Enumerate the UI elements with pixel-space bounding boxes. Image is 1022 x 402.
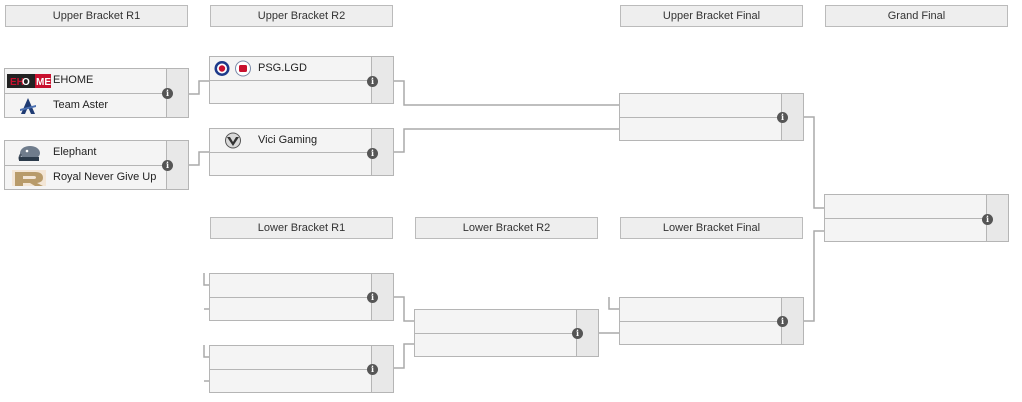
info-icon[interactable]: i	[777, 112, 788, 123]
score-column	[372, 274, 393, 320]
ehome-logo: EH O ME	[7, 74, 51, 88]
score-column	[987, 195, 1008, 241]
team-slot-team-aster[interactable]: Team Aster	[5, 94, 166, 119]
header-upper-bracket-final: Upper Bracket Final	[620, 5, 803, 27]
info-icon[interactable]: i	[777, 316, 788, 327]
match-ub-r2-2[interactable]: Vici Gaming i	[209, 128, 394, 176]
team-slot-empty[interactable]	[210, 274, 371, 297]
team-name: Elephant	[53, 146, 97, 158]
score-column	[372, 346, 393, 392]
rng-logo	[12, 170, 46, 186]
team-slot-empty[interactable]	[620, 118, 781, 141]
header-lower-bracket-r2: Lower Bracket R2	[415, 217, 598, 239]
team-slot-empty[interactable]	[825, 195, 986, 218]
team-slot-empty[interactable]	[825, 219, 986, 242]
header-lower-bracket-r1: Lower Bracket R1	[210, 217, 393, 239]
team-slot-empty[interactable]	[210, 346, 371, 369]
header-grand-final: Grand Final	[825, 5, 1008, 27]
elephant-logo	[18, 146, 40, 161]
info-icon[interactable]: i	[367, 148, 378, 159]
team-name: Royal Never Give Up	[53, 171, 157, 183]
team-name: Vici Gaming	[258, 134, 318, 146]
header-lower-bracket-final: Lower Bracket Final	[620, 217, 803, 239]
info-icon[interactable]: i	[367, 76, 378, 87]
match-lower-bracket-final[interactable]: i	[619, 297, 804, 345]
info-icon[interactable]: i	[162, 88, 173, 99]
team-slot-empty[interactable]	[210, 370, 371, 393]
svg-text:EH: EH	[10, 77, 24, 88]
team-slot-elephant[interactable]: Elephant	[5, 141, 166, 166]
svg-text:ME: ME	[36, 77, 51, 88]
team-slot-vici-gaming[interactable]: Vici Gaming	[210, 129, 371, 152]
team-slot-empty[interactable]	[210, 153, 371, 176]
info-icon[interactable]: i	[162, 160, 173, 171]
team-aster-logo	[20, 98, 36, 114]
match-ub-r1-1[interactable]: EH O ME EHOME Team Aster i	[4, 68, 189, 118]
score-column	[577, 310, 598, 356]
team-slot-psg-lgd[interactable]: PSG.LGD	[210, 57, 371, 80]
score-column	[167, 141, 188, 189]
match-grand-final[interactable]: i	[824, 194, 1009, 242]
team-slot-empty[interactable]	[620, 322, 781, 345]
team-name: EHOME	[53, 74, 94, 86]
info-icon[interactable]: i	[367, 292, 378, 303]
team-slot-empty[interactable]	[620, 298, 781, 321]
match-ub-r1-2[interactable]: Elephant Royal Never Give Up i	[4, 140, 189, 190]
vici-gaming-logo	[225, 132, 241, 149]
team-slot-empty[interactable]	[210, 298, 371, 321]
team-slot-empty[interactable]	[415, 334, 576, 357]
match-ub-r2-1[interactable]: PSG.LGD i	[209, 56, 394, 104]
match-upper-bracket-final[interactable]: i	[619, 93, 804, 141]
team-slot-empty[interactable]	[620, 94, 781, 117]
match-lb-r1-2[interactable]: i	[209, 345, 394, 393]
team-slot-royal-never-give-up[interactable]: Royal Never Give Up	[5, 166, 166, 191]
team-slot-empty[interactable]	[415, 310, 576, 333]
info-icon[interactable]: i	[367, 364, 378, 375]
team-name: Team Aster	[53, 99, 109, 111]
match-lb-r1-1[interactable]: i	[209, 273, 394, 321]
score-column	[372, 129, 393, 175]
score-column	[372, 57, 393, 103]
team-slot-empty[interactable]	[210, 81, 371, 104]
info-icon[interactable]: i	[572, 328, 583, 339]
match-lb-r2[interactable]: i	[414, 309, 599, 357]
team-name: PSG.LGD	[258, 62, 307, 74]
psg-lgd-logo	[214, 60, 251, 77]
header-upper-bracket-r1: Upper Bracket R1	[5, 5, 188, 27]
header-upper-bracket-r2: Upper Bracket R2	[210, 5, 393, 27]
score-column	[167, 69, 188, 117]
info-icon[interactable]: i	[982, 214, 993, 225]
svg-text:O: O	[22, 77, 30, 88]
team-slot-ehome[interactable]: EH O ME EHOME	[5, 69, 166, 94]
score-column	[782, 94, 803, 140]
score-column	[782, 298, 803, 344]
